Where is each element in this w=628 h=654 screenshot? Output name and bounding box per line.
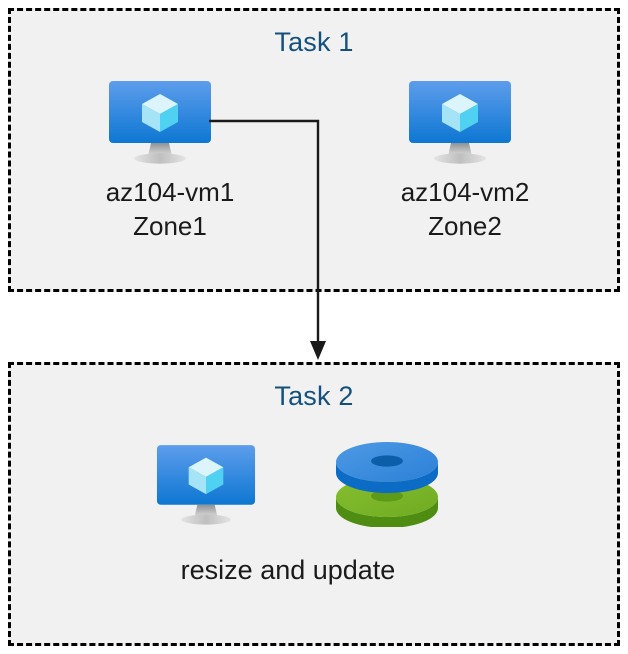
down-arrowhead	[310, 341, 326, 360]
virtual-machine-icon	[408, 80, 512, 166]
task-2-group-box	[8, 362, 620, 646]
virtual-machine-icon	[108, 80, 212, 166]
task-1-title: Task 1	[274, 27, 354, 57]
task-2-title: Task 2	[274, 381, 354, 411]
virtual-machine-icon	[156, 444, 256, 527]
vm1-label: az104-vm1 Zone1	[105, 177, 235, 241]
managed-disks-icon	[334, 441, 440, 527]
vm2-label: az104-vm2 Zone2	[400, 177, 530, 241]
task-2-caption: resize and update	[180, 555, 396, 585]
